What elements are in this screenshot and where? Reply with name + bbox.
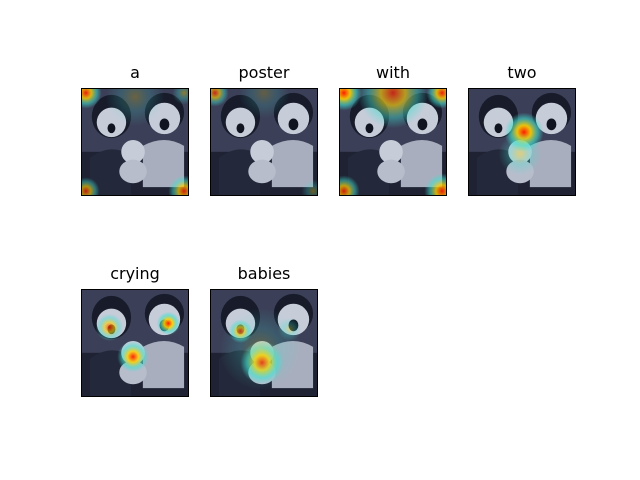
panel-title-a: a <box>130 63 140 82</box>
attention-heatmap-image-a <box>81 88 189 196</box>
panel-title-with: with <box>376 63 410 82</box>
panel-title-crying: crying <box>110 264 160 283</box>
panel-title-poster: poster <box>238 63 290 82</box>
attention-heatmap-image-poster <box>210 88 318 196</box>
attention-heatmap-image-babies <box>210 289 318 397</box>
attention-heatmap-image-crying <box>81 289 189 397</box>
panel-title-two: two <box>507 63 537 82</box>
attention-heatmap-image-two <box>468 88 576 196</box>
attention-heatmap-image-with <box>339 88 447 196</box>
panel-title-babies: babies <box>237 264 291 283</box>
